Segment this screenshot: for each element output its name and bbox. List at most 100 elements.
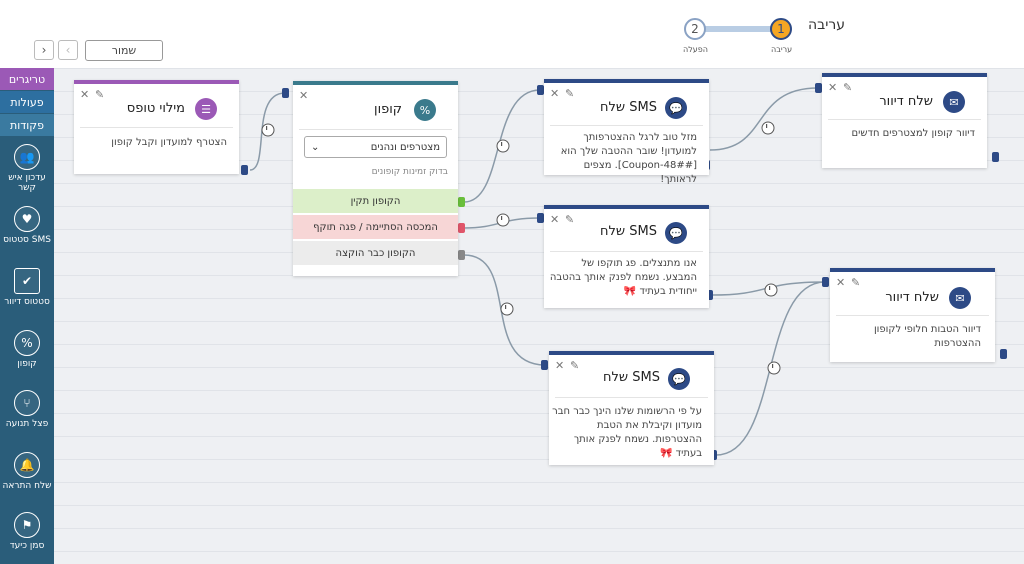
- node-title: שלח דיוור: [879, 94, 933, 109]
- sms-bubble-icon: 💬: [665, 222, 687, 244]
- edit-pencil-icon[interactable]: ✎: [843, 81, 853, 94]
- sidebar-item-coupon[interactable]: % קופון: [0, 330, 54, 369]
- close-icon[interactable]: ✕: [299, 89, 309, 102]
- close-icon[interactable]: ✕: [828, 81, 838, 94]
- divider: [550, 125, 703, 126]
- timer-icon: [261, 123, 275, 137]
- step-label-activation: הפעלה: [683, 45, 709, 54]
- node-description: אנו מתנצלים. פג תוקפו של המבצע. נשמח לפנ…: [549, 258, 697, 297]
- branch-quota-expired[interactable]: המכסה הסתיימה / פגה תוקף: [293, 215, 458, 239]
- node-send-mail-1[interactable]: ✕ ✎ שלח דיוור ✉ דיוור קופון למצטרפים חדש…: [822, 73, 987, 168]
- step-editing[interactable]: 1: [770, 18, 792, 40]
- sidebar-item-label: סטטוס דיוור: [4, 297, 50, 307]
- branch-coupon-valid[interactable]: הקופון תקין: [293, 189, 458, 213]
- node-color-bar: [549, 351, 714, 355]
- edit-pencil-icon[interactable]: ✎: [851, 276, 861, 289]
- close-icon[interactable]: ✕: [550, 213, 560, 226]
- timer-hand: [769, 286, 771, 290]
- edit-pencil-icon[interactable]: ✎: [95, 88, 105, 101]
- timer-hand: [266, 126, 268, 130]
- timer-icon: [764, 283, 778, 297]
- node-title: מילוי טופס: [126, 101, 185, 116]
- output-plug-icon: [241, 165, 248, 175]
- output-plug-used-icon: [458, 250, 465, 260]
- sidebar-item-send-alert[interactable]: 🔔 שלח התראה: [0, 452, 54, 491]
- coupon-select[interactable]: ⌄ מצטרפים ונהנים: [304, 136, 447, 158]
- output-plug-expired-icon: [458, 223, 465, 233]
- flag-icon: ⚑: [14, 512, 40, 538]
- sidebar-item-label: סטטוס SMS: [3, 235, 51, 245]
- sidebar-item-split-traffic[interactable]: ⑂ פצל תנועה: [0, 390, 54, 429]
- node-send-sms-2[interactable]: ✕ ✎ שלח SMS 💬 אנו מתנצלים. פג תוקפו של ה…: [544, 205, 709, 308]
- timer-icon: [761, 121, 775, 135]
- output-plug-icon: [1000, 349, 1007, 359]
- node-send-sms-1[interactable]: ✕ ✎ שלח SMS 💬 מזל טוב לרגל ההצטרפותך למו…: [544, 79, 709, 185]
- node-description: דיוור הטבות חלופי לקופון ההצטרפות: [873, 324, 981, 349]
- check-coupon-availability-link[interactable]: בדוק זמינות קופונים: [371, 167, 448, 177]
- edit-pencil-icon[interactable]: ✎: [570, 359, 580, 372]
- input-plug-icon: [282, 88, 289, 98]
- step-activation[interactable]: 2: [684, 18, 706, 40]
- node-send-mail-2[interactable]: ✕ ✎ שלח דיוור ✉ דיוור הטבות חלופי לקופון…: [830, 268, 995, 362]
- node-color-bar: [822, 73, 987, 77]
- tab-triggers[interactable]: טריגרים: [0, 68, 54, 90]
- top-bar: › ‹ שמור 2 1 הפעלה עריבה עריבה: [0, 0, 1024, 66]
- node-form-fill[interactable]: ✕ ✎ מילוי טופס ☰ הצטרף למועדון וקבל קופו…: [74, 80, 239, 174]
- form-icon: ☰: [195, 98, 217, 120]
- input-plug-icon: [541, 360, 548, 370]
- stepper-progress-line: [700, 26, 778, 32]
- node-send-sms-3[interactable]: ✕ ✎ שלח SMS 💬 על פי הרשומות שלנו הינך כב…: [549, 351, 714, 465]
- output-plug-ok-icon: [458, 197, 465, 207]
- output-plug-icon: [992, 152, 999, 162]
- page-title: עריבה: [808, 17, 846, 33]
- tab-commands[interactable]: פקודות: [0, 114, 54, 136]
- sms-bubble-icon: 💬: [668, 368, 690, 390]
- envelope-icon: ✉: [949, 287, 971, 309]
- divider: [836, 315, 989, 316]
- input-plug-icon: [822, 277, 829, 287]
- node-title: שלח SMS: [600, 224, 657, 239]
- sidebar-item-label: שלח התראה: [2, 481, 52, 491]
- timer-hand: [501, 216, 503, 220]
- node-description: על פי הרשומות שלנו הינך כבר חבר מועדון ו…: [552, 406, 702, 459]
- close-icon[interactable]: ✕: [836, 276, 846, 289]
- node-title: שלח SMS: [600, 100, 657, 115]
- timer-icon: [500, 302, 514, 316]
- chevron-down-icon: ⌄: [311, 141, 320, 153]
- close-icon[interactable]: ✕: [550, 87, 560, 100]
- sidebar-item-update-contact[interactable]: 👥 עדכון איש קשר: [0, 144, 54, 193]
- tab-actions[interactable]: פעולות: [0, 91, 54, 113]
- back-arrow-button[interactable]: ‹: [58, 40, 78, 60]
- close-icon[interactable]: ✕: [80, 88, 90, 101]
- save-button[interactable]: שמור: [85, 40, 163, 61]
- divider: [550, 251, 703, 252]
- node-color-bar: [293, 81, 458, 85]
- node-coupon[interactable]: ✕ קופון % ⌄ מצטרפים ונהנים בדוק זמינות ק…: [293, 81, 458, 276]
- sidebar-item-mail-status[interactable]: ✔ סטטוס דיוור: [0, 268, 54, 307]
- sms-bubble-icon: 💬: [665, 97, 687, 119]
- sidebar-item-label: פצל תנועה: [5, 419, 49, 429]
- node-description: דיוור קופון למצטרפים חדשים: [851, 128, 975, 139]
- heart-chat-icon: ♥: [14, 206, 40, 232]
- sidebar-item-mark-goal[interactable]: ⚑ סמן כיעד: [0, 512, 54, 551]
- timer-icon: [496, 139, 510, 153]
- sidebar-item-sms-status[interactable]: ♥ סטטוס SMS: [0, 206, 54, 245]
- input-plug-icon: [537, 85, 544, 95]
- input-plug-icon: [537, 213, 544, 223]
- envelope-icon: ✉: [943, 91, 965, 113]
- divider: [828, 119, 981, 120]
- input-plug-icon: [815, 83, 822, 93]
- forward-arrow-button[interactable]: ›: [34, 40, 54, 60]
- divider: [80, 127, 233, 128]
- step-number: 1: [777, 22, 785, 36]
- edit-pencil-icon[interactable]: ✎: [565, 87, 575, 100]
- chevron-left-icon: ‹: [65, 43, 71, 57]
- node-title: שלח SMS: [603, 370, 660, 385]
- edit-pencil-icon[interactable]: ✎: [565, 213, 575, 226]
- branch-coupon-already-assigned[interactable]: הקופון כבר הוקצה: [293, 241, 458, 265]
- close-icon[interactable]: ✕: [555, 359, 565, 372]
- node-title: שלח דיוור: [885, 290, 939, 305]
- split-icon: ⑂: [14, 390, 40, 416]
- chevron-right-icon: ›: [41, 43, 47, 57]
- timer-hand: [501, 142, 503, 146]
